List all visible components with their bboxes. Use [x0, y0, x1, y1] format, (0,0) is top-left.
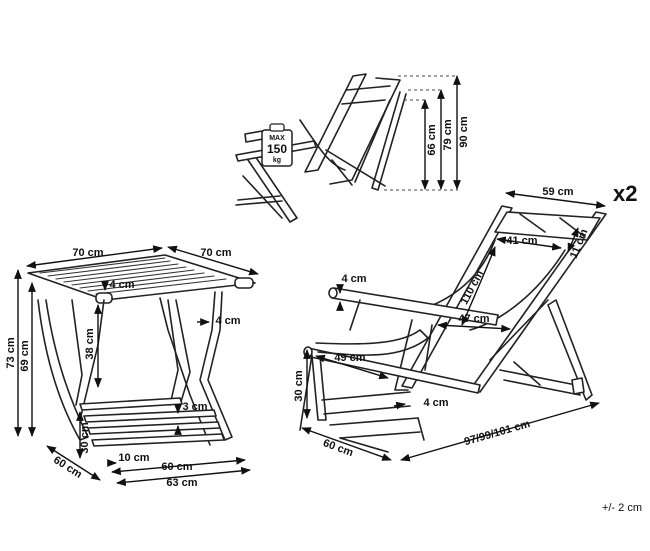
table-top-depth: 70 cm: [200, 247, 231, 259]
table-crossbar-diameter: 3 cm: [182, 401, 207, 413]
table-total-height: 73 cm: [5, 337, 17, 368]
chair-height-90: 90 cm: [458, 116, 470, 147]
chair-armrest-length: 47 cm: [458, 313, 489, 325]
table-crossbar-height: 30 cm: [79, 422, 91, 453]
table-dimensions: 70 cm 70 cm 73 cm 69 cm 4 cm 38 cm 4 cm …: [5, 245, 259, 489]
table-leg-diameter: 4 cm: [215, 315, 240, 327]
table-depth: 60 cm: [51, 454, 84, 481]
chair-height-79: 79 cm: [442, 119, 454, 150]
quantity-label: x2: [613, 181, 637, 206]
badge-weight-text: 150: [267, 142, 287, 156]
table-foot-diameter: 10 cm: [118, 452, 149, 464]
chair-seat-depth: 49 cm: [334, 352, 365, 364]
chair-armrest-diameter: 4 cm: [341, 273, 366, 285]
table-frame-height: 69 cm: [19, 340, 31, 371]
chair-headrest-width: 41 cm: [506, 235, 537, 247]
chair-width: 59 cm: [542, 186, 573, 198]
badge-max-text: MAX: [269, 135, 285, 142]
max-load-badge: MAX 150 kg: [261, 123, 293, 167]
folding-table: [27, 254, 256, 447]
badge-unit-text: kg: [273, 157, 281, 164]
chair-height-66: 66 cm: [426, 124, 438, 155]
tolerance-note: +/- 2 cm: [602, 502, 642, 514]
table-inner-width: 60 cm: [161, 461, 192, 473]
chair-seat-height: 30 cm: [293, 370, 305, 401]
table-apron-height: 38 cm: [84, 328, 96, 359]
table-outer-width: 63 cm: [166, 477, 197, 489]
chair-length: 97/99/101 cm: [463, 418, 532, 448]
chair-leg-diameter: 4 cm: [423, 397, 448, 409]
deck-chair: [299, 205, 607, 453]
chair-height-dimensions: 66 cm 79 cm 90 cm: [421, 75, 470, 190]
table-top-width: 70 cm: [72, 247, 103, 259]
table-rail-diameter: 4 cm: [109, 279, 134, 291]
